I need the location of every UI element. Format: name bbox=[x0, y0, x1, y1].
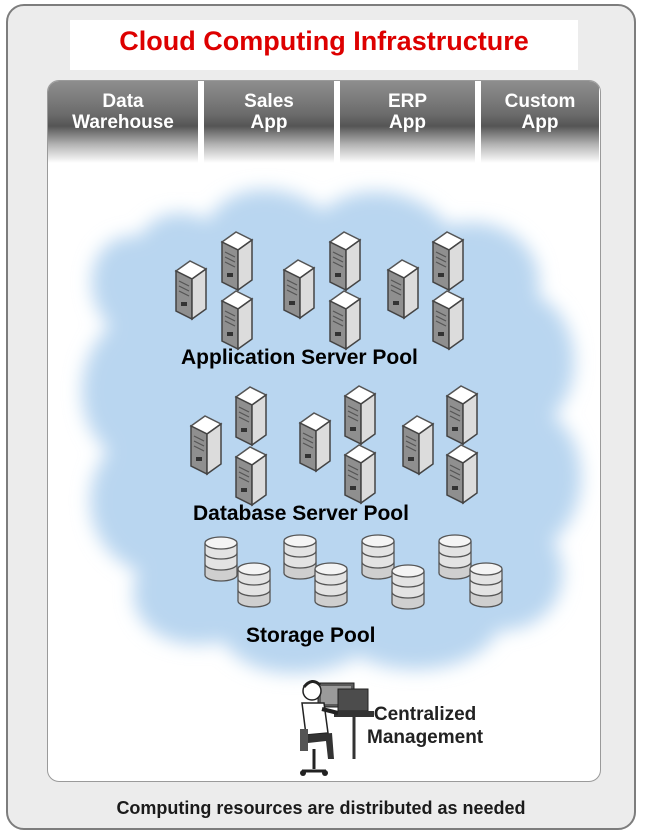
page-title: Cloud Computing Infrastructure bbox=[119, 26, 529, 56]
administrator-at-console-icon bbox=[300, 680, 374, 776]
storage-group-4 bbox=[438, 534, 503, 608]
database-server-pool-label: Database Server Pool bbox=[193, 502, 409, 525]
application-tabs: Data Warehouse Sales App ERP App Custom … bbox=[48, 81, 599, 163]
app-tab-label: Custom App bbox=[504, 91, 576, 133]
app-tab-custom: Custom App bbox=[481, 81, 599, 163]
footer-caption: Computing resources are distributed as n… bbox=[116, 798, 526, 818]
title-box bbox=[70, 20, 578, 70]
app-server-group-2 bbox=[283, 231, 361, 350]
storage-group-3 bbox=[361, 534, 425, 610]
app-server-group-1 bbox=[175, 231, 253, 350]
app-tab-erp: ERP App bbox=[340, 81, 475, 163]
db-server-group-1 bbox=[190, 386, 267, 506]
app-tab-label: Data Warehouse bbox=[72, 91, 174, 133]
app-tab-label: Sales App bbox=[244, 91, 294, 133]
infrastructure-panel: Data Warehouse Sales App ERP App Custom … bbox=[47, 80, 601, 782]
application-server-pool-label: Application Server Pool bbox=[181, 346, 418, 369]
app-tab-sales: Sales App bbox=[204, 81, 334, 163]
app-server-group-3 bbox=[387, 231, 464, 350]
app-tab-label: ERP App bbox=[387, 91, 428, 133]
resource-icons bbox=[175, 231, 503, 776]
storage-group-1 bbox=[204, 536, 271, 608]
centralized-management-label: Centralized Management bbox=[367, 704, 484, 748]
db-server-group-2 bbox=[299, 385, 376, 504]
storage-group-2 bbox=[283, 534, 348, 608]
db-server-group-3 bbox=[402, 385, 478, 504]
app-tab-data-warehouse: Data Warehouse bbox=[48, 81, 198, 163]
storage-pool-label: Storage Pool bbox=[246, 624, 376, 647]
